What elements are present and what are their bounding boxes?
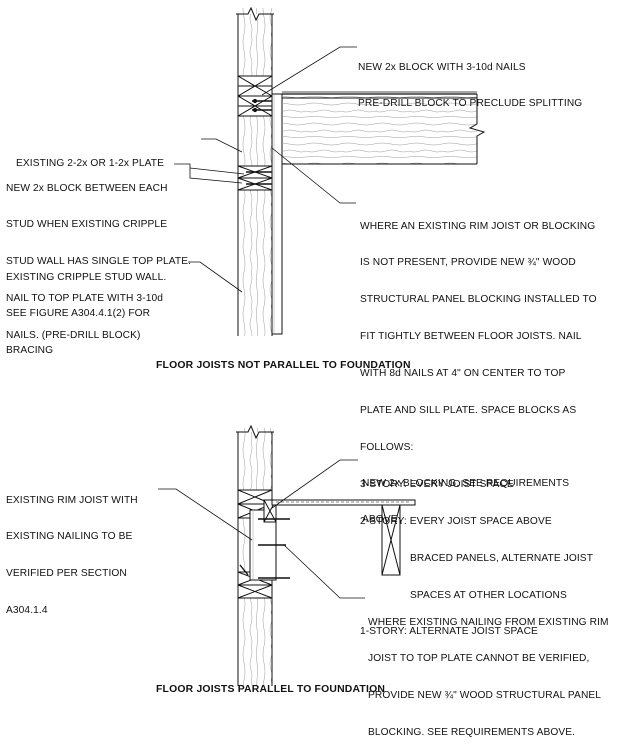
note-existing-rim: EXISTING RIM JOIST WITH EXISTING NAILING… [6,470,138,630]
note-line: WHERE EXISTING NAILING FROM EXISTING RIM [368,616,609,628]
note-line: STRUCTURAL PANEL BLOCKING INSTALLED TO [360,294,597,306]
note-line: EXISTING 2-2x OR 1-2x PLATE [16,157,165,169]
top-detail-leaders [174,46,357,293]
note-line: BRACING [6,345,54,357]
note-line: NEW 2x BLOCK BETWEEN EACH [6,182,168,194]
note-line: WHERE AN EXISTING RIM JOIST OR BLOCKING [360,220,596,232]
note-line: VERIFIED PER SECTION [6,568,127,580]
note-line: NAIL TO TOP PLATE WITH 3-10d [6,293,163,305]
note-line: STUD WALL HAS SINGLE TOP PLATE. [6,256,192,268]
note-line: FOLLOWS: [360,441,414,453]
note-line: PLATE AND SILL PLATE. SPACE BLOCKS AS [360,405,577,417]
note-line: SPACES AT OTHER LOCATIONS [410,589,567,601]
note-line: BLOCKING. SEE REQUIREMENTS ABOVE. [368,727,576,739]
note-line: JOIST TO TOP PLATE CANNOT BE VERIFIED, [368,653,590,665]
note-line: EXISTING CRIPPLE STUD WALL. [6,271,167,283]
note-line: EXISTING NAILING TO BE [6,531,133,543]
note-line: WITH 8d NAILS AT 4" ON CENTER TO TOP [360,368,566,380]
note-line: SEE FIGURE A304.4.1(2) FOR [6,308,151,320]
note-existing-plate: EXISTING 2-2x OR 1-2x PLATE [16,133,164,182]
note-block-between-studs: NEW 2x BLOCK BETWEEN EACH STUD WHEN EXIS… [6,158,191,355]
note-new-blocking: NEW 2x BLOCKING. SEE REQUIREMENTS ABOVE [362,453,569,539]
bottom-detail-leaders [158,459,365,599]
bottom-detail-caption: FLOOR JOISTS PARALLEL TO FOUNDATION [156,684,386,695]
note-cripple-wall: EXISTING CRIPPLE STUD WALL. SEE FIGURE A… [6,247,166,370]
bottom-detail-geometry [236,424,416,686]
note-new-block: NEW 2x BLOCK WITH 3-10d NAILS PRE-DRILL … [358,37,582,123]
note-line: PROVIDE NEW ¾" WOOD STRUCTURAL PANEL [368,690,602,702]
note-line: NAILS. (PRE-DRILL BLOCK) [6,330,141,342]
note-nailing: WHERE EXISTING NAILING FROM EXISTING RIM… [368,592,609,752]
note-line: EXISTING RIM JOIST WITH [6,494,138,506]
note-line: BRACED PANELS, ALTERNATE JOIST [410,552,594,564]
top-detail-geometry [236,6,486,336]
top-detail-caption: FLOOR JOISTS NOT PARALLEL TO FOUNDATION [156,360,411,371]
detail-drawing [158,6,486,686]
note-line: 3-STORY: EVERY JOIST SPACE [360,478,514,490]
note-line: FIT TIGHTLY BETWEEN FLOOR JOISTS. NAIL [360,331,582,343]
note-line: A304.1.4 [6,605,48,617]
note-line: 2-STORY: EVERY JOIST SPACE ABOVE [360,515,552,527]
note-rim-joist: WHERE AN EXISTING RIM JOIST OR BLOCKING … [360,196,597,651]
note-line: 1-STORY: ALTERNATE JOIST SPACE [360,626,538,638]
note-line: IS NOT PRESENT, PROVIDE NEW ¾" WOOD [360,257,576,269]
note-line: NEW 2x BLOCK WITH 3-10d NAILS [358,61,526,73]
note-line: ABOVE [362,514,398,526]
note-line: PRE-DRILL BLOCK TO PRECLUDE SPLITTING [358,98,583,110]
note-line: NEW 2x BLOCKING. SEE REQUIREMENTS [362,477,570,489]
note-line: STUD WHEN EXISTING CRIPPLE [6,219,168,231]
